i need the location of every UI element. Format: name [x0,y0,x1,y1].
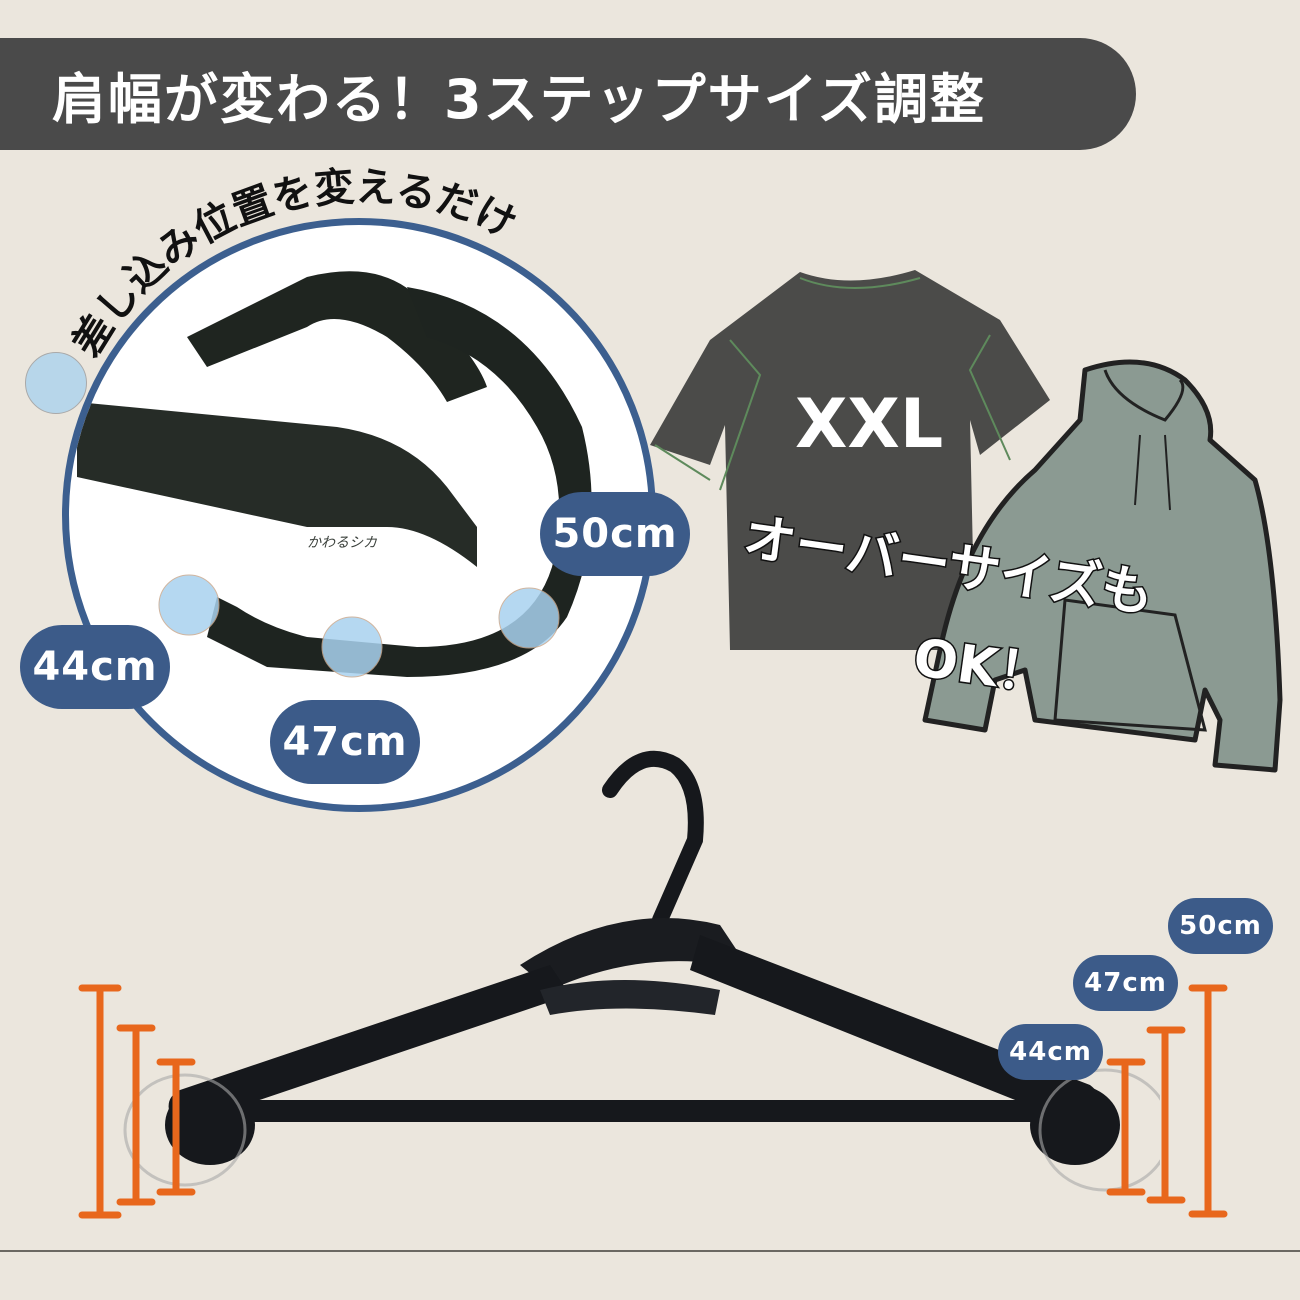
badge-47cm: 47cm [270,700,420,784]
badge-44cm: 44cm [20,625,170,709]
badge-50cm: 50cm [540,492,690,576]
tshirt-icon [650,270,1050,650]
left-measure-bars-icon [78,984,196,1219]
hook-marker-dot [25,352,87,414]
page-title: 肩幅が変わる！3ステップサイズ調整 [52,67,986,131]
measure-badge-44cm: 44cm [998,1024,1103,1080]
bottom-divider [0,1250,1300,1252]
hanger-full-icon [123,750,1160,1192]
right-measure-bars-icon [1106,984,1228,1218]
svg-text:かわるシカ: かわるシカ [307,535,377,551]
measure-badge-50cm: 50cm [1168,898,1273,954]
hoodie-icon [922,359,1283,773]
hanger-end-closeup-icon: かわるシカ [77,271,592,678]
title-banner: 肩幅が変わる！3ステップサイズ調整 [0,38,1136,150]
tshirt-size-label: XXL [795,385,944,464]
measure-badge-47cm: 47cm [1073,955,1178,1011]
